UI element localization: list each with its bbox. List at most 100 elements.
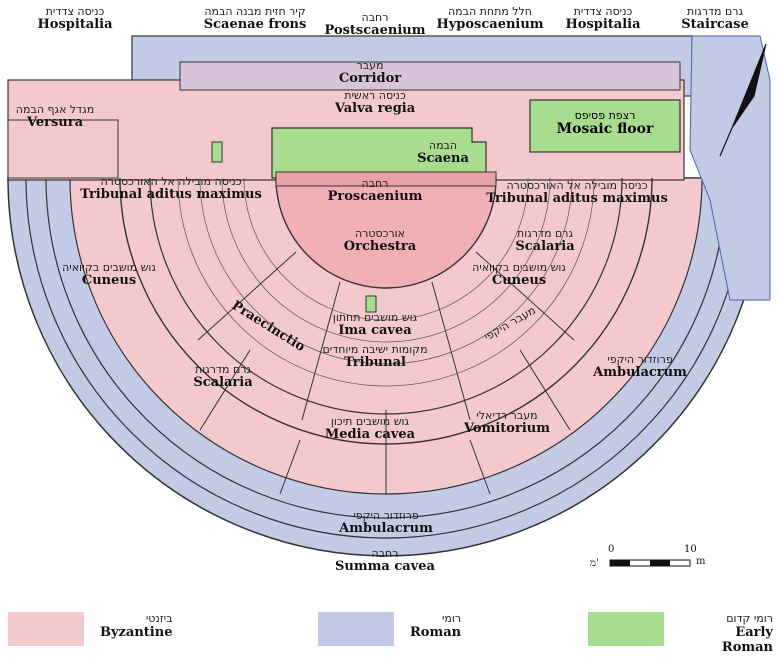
label-tribunal: מקומות ישיבה מיוחדים Tribunal [300,344,450,369]
legend-byzantine: ביזנטי Byzantine [8,610,188,650]
scale-unit-he: מ' [590,558,599,569]
label-ima-cavea: גוש מושבים תחתון Ima cavea [310,312,440,337]
label-versura-he: מגדל אגף הבמה [15,103,95,116]
label-ambulacrum-bottom-he: פרוזדור היקפי [353,509,419,522]
label-mosaic-floor-he: רצפת פסיפס [574,109,636,122]
label-cuneus-left-he: גוש מושבים בקוואיה [62,261,156,274]
label-tribunal-la: Tribunal [344,354,406,370]
scaena-wall [211,141,223,163]
label-ambulacrum-right: פרוזדור היקפי Ambulacrum [580,354,700,379]
label-hospitalia-left-la: Hospitalia [37,16,113,32]
legend-early-roman: רומי קדום Early Roman [588,610,773,655]
label-valva-regia-he: כניסה ראשית [344,89,406,102]
label-scaenae-frons-la: Scaenae frons [203,16,307,32]
label-hyposcaenium: חלל מתחת הבמה Hyposcaenium [420,6,560,31]
label-staircase-he: גרם מדרגות [687,5,743,18]
label-proscaenium: רחבה Proscaenium [320,178,430,203]
legend-roman: רומי Roman [318,610,498,650]
label-scaena: הבמה Scaena [408,140,478,165]
scale-unit: m [696,556,706,567]
radial-stairs [197,251,575,495]
scale-end: 10 [684,544,697,555]
scale-bar-labels: מ' 0 10 m [590,544,720,574]
label-ambulacrum-right-he: פרוזדור היקפי [607,353,673,366]
seating-row-4 [243,177,529,321]
label-tribunal-aditus-left-la: Tribunal aditus maximus [80,186,262,202]
scale-start: 0 [608,544,615,555]
label-cuneus-left-la: Cuneus [81,272,137,288]
byzantine-cavea [69,177,703,495]
legend-byzantine-la: Byzantine [100,625,173,640]
label-media-cavea-la: Media cavea [324,426,416,442]
corridor-band [179,61,681,91]
label-scaena-he: הבמה [428,139,458,152]
label-postscaenium-la: Postscaenium [324,22,426,38]
label-tribunal-he: מקומות ישיבה מיוחדים [322,343,428,356]
label-scalaria-right: גרם מדרגות Scalaria [500,228,590,253]
label-ima-cavea-he: גוש מושבים תחתון [332,311,418,324]
label-summa-cavea-la: Summa cavea [335,558,435,574]
label-media-cavea-he: גוש מושבים תיכון [330,415,410,428]
label-postscaenium-he: רחבה [361,11,389,24]
label-hospitalia-left-he: כניסה צדדית [45,5,105,18]
label-corridor-he: מעבר [356,59,384,72]
label-mosaic-floor-la: Mosaic floor [556,120,654,137]
label-hyposcaenium-la: Hyposcaenium [436,16,544,32]
label-hospitalia-right-he: כניסה צדדית [573,5,633,18]
label-valva-regia: כניסה ראשית Valva regia [320,90,430,115]
label-hospitalia-right-la: Hospitalia [565,16,641,32]
label-ambulacrum-bottom-la: Ambulacrum [339,520,433,536]
label-hospitalia-left: כניסה צדדית Hospitalia [20,6,130,31]
scale-bar [609,559,691,567]
label-versura: מגדל אגף הבמה Versura [0,104,110,129]
legend-roman-swatch [318,612,394,646]
label-orchestra: אורכסטרה Orchestra [330,228,430,253]
ring-line-2 [45,177,727,519]
legend-byzantine-text: ביזנטי Byzantine [100,612,172,640]
legend-roman-text: רומי Roman [410,612,461,640]
legend-early-roman-he: רומי קדום [726,612,773,625]
label-scalaria-right-he: גרם מדרגות [517,227,573,240]
north-arrow-stem [719,127,733,157]
label-scaenae-frons: קיר חזית מבנה הבמה Scaenae frons [180,6,330,31]
label-summa-cavea: רחבה Summa cavea [320,548,450,573]
label-vomitorium-la: Vomitorium [464,420,550,436]
label-scalaria-right-la: Scalaria [515,238,575,254]
label-ambulacrum-right-la: Ambulacrum [593,364,687,380]
label-tribunal-aditus-right-he: כניסה מובילה אל האורכסטרה [506,179,648,192]
seating-row-3 [221,177,551,343]
label-postscaenium: רחבה Postscaenium [320,12,430,37]
label-ima-cavea-la: Ima cavea [338,322,412,338]
label-valva-regia-la: Valva regia [334,100,416,116]
label-scaenae-frons-he: קיר חזית מבנה הבמה [204,5,306,18]
legend-early-roman-text: רומי קדום Early Roman [680,612,773,655]
label-proscaenium-he: רחבה [361,177,389,190]
legend-byzantine-swatch [8,612,84,646]
proscaenium-band [275,171,497,187]
mosaic-floor-area [529,99,681,153]
scaena-area [271,127,487,179]
versura-block [7,119,119,179]
label-cuneus-right-he: גוש מושבים בקוואיה [472,261,566,274]
label-staircase-la: Staircase [681,16,749,32]
label-scaena-la: Scaena [417,150,469,166]
label-tribunal-aditus-left: כניסה מובילה אל האורכסטרה Tribunal aditu… [66,176,276,201]
label-tribunal-aditus-right: כניסה מובילה אל האורכסטרה Tribunal aditu… [472,180,682,205]
label-tribunal-aditus-right-la: Tribunal aditus maximus [486,190,668,206]
tribunal-green-block [365,295,377,313]
label-media-cavea: גוש מושבים תיכון Media cavea [300,416,440,441]
label-proscaenium-la: Proscaenium [327,188,423,204]
label-corridor-la: Corridor [338,70,402,86]
label-vomitorium: מעבר רדיאלי Vomitorium [452,410,562,435]
label-corridor: מעבר Corridor [320,60,420,85]
label-ambulacrum-bottom: פרוזדור היקפי Ambulacrum [316,510,456,535]
ring-line-1 [25,177,747,539]
label-scalaria-left: גרם מדרגות Scalaria [178,364,268,389]
label-orchestra-he: אורכסטרה [354,227,406,240]
label-vomitorium-he: מעבר רדיאלי [476,409,538,422]
legend-roman-he: רומי [441,612,462,625]
label-scalaria-left-he: גרם מדרגות [195,363,251,376]
legend-early-roman-la: Early Roman [721,625,773,655]
label-cuneus-left: גוש מושבים בקוואיה Cuneus [54,262,164,287]
